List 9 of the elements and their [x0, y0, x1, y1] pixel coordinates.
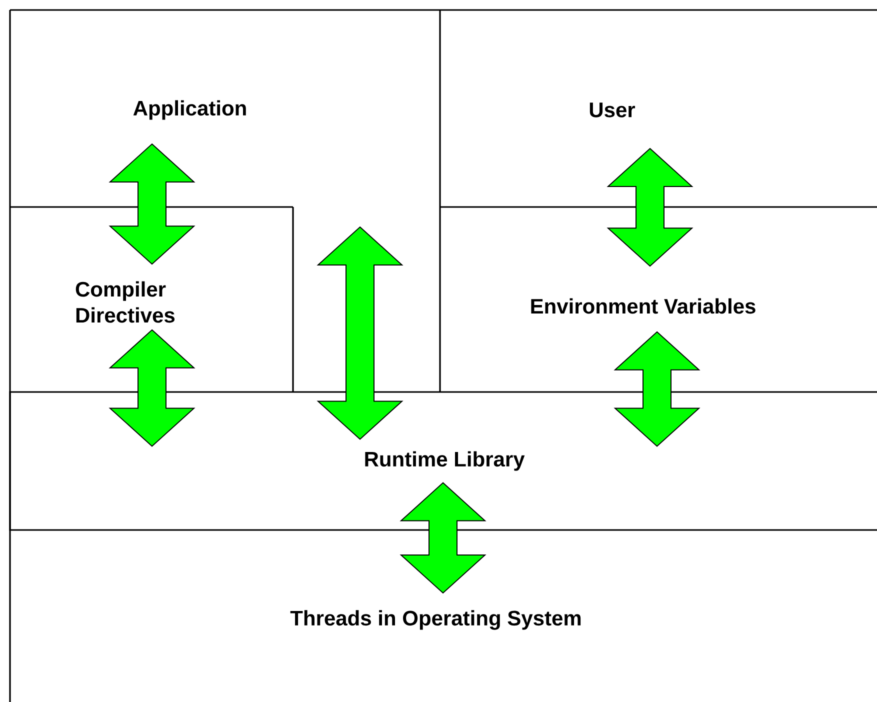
layer-label: Application	[133, 100, 246, 120]
layer-label: Environment Variables	[531, 298, 756, 314]
layer-band: Runtime Library	[9, 391, 877, 531]
layer-label: Threads in Operating System	[290, 610, 581, 630]
layer-label: Compiler Directives	[76, 281, 175, 323]
double-arrow	[400, 482, 486, 594]
double-arrow	[108, 329, 196, 447]
layer-label: User	[590, 102, 636, 118]
double-arrow	[614, 331, 700, 447]
